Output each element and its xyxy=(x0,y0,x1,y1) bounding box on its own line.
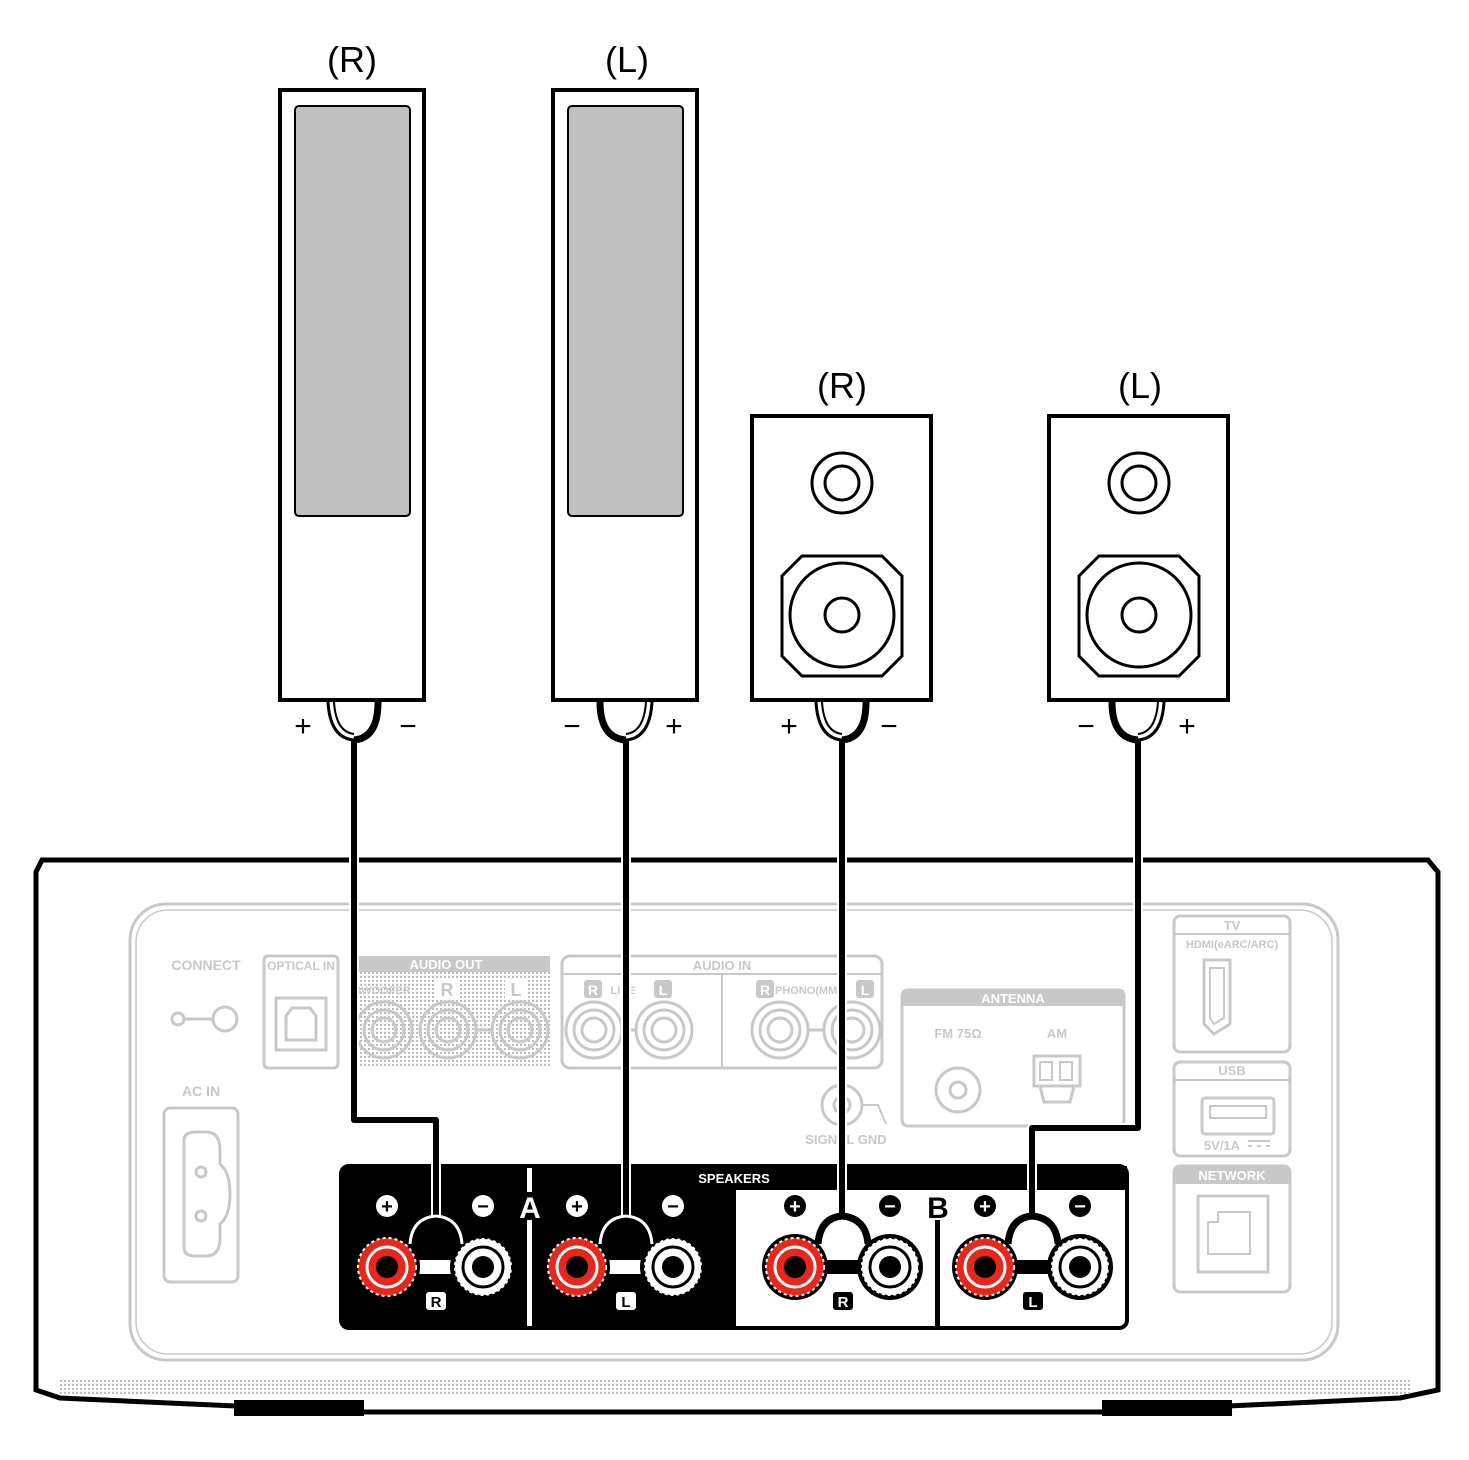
speaker-a-right-minus-terminal[interactable] xyxy=(448,1232,518,1302)
svg-text:−: − xyxy=(667,1196,679,1218)
speaker-a-left-minus-terminal[interactable] xyxy=(638,1232,708,1302)
b-left-channel-badge: L xyxy=(1028,1294,1037,1311)
svg-text:−: − xyxy=(884,1196,896,1218)
antenna-label: ANTENNA xyxy=(981,991,1045,1006)
phono-r-badge: R xyxy=(760,982,770,998)
am-label: AM xyxy=(1047,1026,1067,1041)
polarity-minus: − xyxy=(563,710,581,743)
terminal-polarity-marks-b: + − + − xyxy=(784,1195,1091,1218)
audio-out-label: AUDIO OUT xyxy=(410,957,483,972)
bookshelf-speaker-right: (R) xyxy=(750,365,933,702)
audio-in-label: AUDIO IN xyxy=(693,958,752,973)
svg-text:+: + xyxy=(571,1196,583,1218)
ac-in-section: AC IN xyxy=(162,1083,240,1284)
ac-in-label: AC IN xyxy=(182,1083,220,1099)
svg-text:−: − xyxy=(1074,1196,1086,1218)
terminal-polarity-marks-a: + − + − xyxy=(376,1195,684,1218)
tv-label: TV xyxy=(1224,918,1241,933)
speaker-cables xyxy=(326,701,1166,1245)
antenna-section: ANTENNA FM 75Ω AM xyxy=(900,988,1126,1128)
tower-speaker-right: (R) xyxy=(278,39,426,702)
speaker-polarity-labels: + − − + + − − + xyxy=(294,710,1196,743)
inner-panel-outline xyxy=(128,902,1340,1362)
speakers-label: SPEAKERS xyxy=(698,1171,770,1186)
svg-text:+: + xyxy=(979,1196,991,1218)
section-a-label: A xyxy=(519,1192,541,1225)
optical-in-label: OPTICAL IN xyxy=(267,959,335,973)
hdmi-port-icon xyxy=(1202,958,1232,1036)
optical-port-icon xyxy=(274,996,328,1052)
polarity-minus: − xyxy=(1077,710,1095,743)
usb-port-icon xyxy=(1200,1096,1276,1136)
tv-hdmi-section: TV HDMI(eARC/ARC) xyxy=(1172,914,1292,1054)
audio-out-section: AUDIO OUT BWOOFER R L xyxy=(353,956,550,1068)
tower-speaker-left: (L) xyxy=(551,39,699,702)
network-label: NETWORK xyxy=(1198,1168,1266,1183)
cable-b-left xyxy=(1029,740,1141,1218)
terminal-connector-splits xyxy=(408,1212,1062,1245)
connect-button[interactable] xyxy=(211,1005,239,1033)
hdmi-label: HDMI(eARC/ARC) xyxy=(1186,939,1279,951)
subwoofer-label: BWOOFER xyxy=(353,985,410,997)
bookshelf-speaker-left: (L) xyxy=(1047,365,1230,702)
fm-jack-icon xyxy=(934,1066,982,1114)
vent-grille xyxy=(60,1378,1410,1394)
phono-l-badge: L xyxy=(861,982,870,998)
polarity-plus: + xyxy=(665,710,683,743)
tower-left-label: (L) xyxy=(605,39,649,80)
bookshelf-left-label: (L) xyxy=(1118,365,1162,406)
line-l-badge: L xyxy=(659,982,668,998)
section-b-label: B xyxy=(927,1192,949,1225)
speaker-terminal-panel: SPEAKERS A B + − + − + − + − xyxy=(339,1164,1129,1330)
polarity-minus: − xyxy=(399,710,417,743)
ethernet-port-icon xyxy=(1196,1194,1270,1274)
polarity-plus: + xyxy=(294,710,312,743)
polarity-plus: + xyxy=(780,710,798,743)
tower-right-label: (R) xyxy=(327,39,377,80)
a-left-channel-badge: L xyxy=(621,1294,630,1311)
speaker-grille xyxy=(294,105,411,517)
speaker-grille xyxy=(567,105,684,517)
connect-label: CONNECT xyxy=(171,957,241,973)
audio-out-l-label: L xyxy=(511,980,522,1000)
connect-section: CONNECT xyxy=(170,957,241,1033)
polarity-minus: − xyxy=(880,710,898,743)
svg-text:+: + xyxy=(789,1196,801,1218)
optical-in-section: OPTICAL IN xyxy=(262,954,340,1070)
am-terminal-icon xyxy=(1032,1054,1082,1088)
usb-power-label: 5V/1A xyxy=(1204,1138,1241,1153)
audio-out-r-label: R xyxy=(441,980,454,1000)
svg-text:−: − xyxy=(477,1196,489,1218)
a-right-channel-badge: R xyxy=(431,1294,442,1311)
network-section: NETWORK xyxy=(1172,1164,1292,1294)
svg-text:+: + xyxy=(381,1196,393,1218)
polarity-plus: + xyxy=(1178,710,1196,743)
fm-label: FM 75Ω xyxy=(934,1026,981,1041)
power-inlet-icon xyxy=(162,1106,240,1284)
usb-section: USB 5V/1A xyxy=(1172,1060,1292,1158)
b-right-channel-badge: R xyxy=(838,1294,849,1311)
speaker-connector-loops xyxy=(326,701,1166,744)
cable-a-right xyxy=(351,740,439,1218)
line-r-badge: R xyxy=(588,982,598,998)
bookshelf-right-label: (R) xyxy=(817,365,867,406)
usb-label: USB xyxy=(1218,1063,1245,1078)
phono-label: PHONO(MM) xyxy=(775,985,841,997)
